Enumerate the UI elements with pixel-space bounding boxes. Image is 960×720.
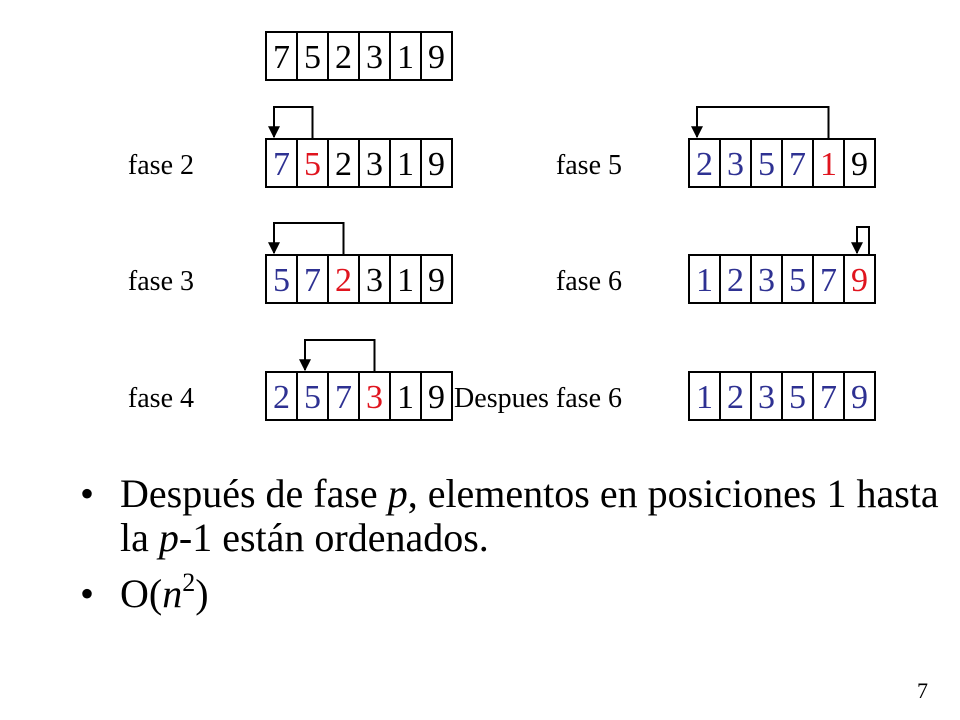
phase-label: fase 6: [556, 266, 622, 297]
array-cell-value: 1: [696, 262, 713, 299]
array-cell-value: 5: [789, 262, 806, 299]
complexity-suffix: ): [195, 571, 209, 616]
complexity-prefix: O(: [120, 571, 163, 616]
array-cell-value: 2: [727, 262, 744, 299]
bullet-phase-invariant: • Después de fase p, elementos en posici…: [80, 472, 940, 560]
array-cell-value: 5: [304, 146, 321, 183]
array-cell-value: 7: [273, 146, 290, 183]
array-cell-value: 9: [851, 379, 868, 416]
exponent: 2: [182, 568, 196, 597]
variable-n: n: [162, 571, 183, 616]
array-cell-value: 3: [366, 379, 383, 416]
array-cell-value: 5: [304, 379, 321, 416]
array-cell-value: 5: [273, 262, 290, 299]
array-cell-value: 7: [273, 39, 290, 76]
array-cell-value: 1: [397, 262, 414, 299]
array-cell-value: 7: [820, 379, 837, 416]
array-cell-value: 2: [696, 146, 713, 183]
phase-label: fase 3: [128, 266, 194, 297]
array-cell-value: 1: [696, 379, 713, 416]
phase-label: fase 5: [556, 150, 622, 181]
phase-label: fase 2: [128, 150, 194, 181]
array-cell-value: 1: [397, 39, 414, 76]
array-cell-value: 2: [273, 379, 290, 416]
array-cell-value: 9: [428, 379, 445, 416]
array-cell-value: 7: [820, 262, 837, 299]
array-cell-value: 3: [758, 379, 775, 416]
insert-arrow: [299, 339, 376, 372]
array-cell-value: 1: [397, 146, 414, 183]
array-cell-value: 1: [820, 146, 837, 183]
array-cell-value: 3: [727, 146, 744, 183]
bullet-complexity: • O(n2): [80, 570, 940, 616]
array-cell-value: 5: [789, 379, 806, 416]
bullet-dot: •: [80, 471, 95, 516]
variable-p: p: [387, 471, 408, 516]
bullet-list: • Después de fase p, elementos en posici…: [80, 472, 940, 628]
insert-arrow: [268, 106, 314, 139]
bullet-text-part: , elementos en posiciones 1 hasta la: [120, 471, 939, 560]
array-cell-value: 9: [428, 39, 445, 76]
bullet-text-part: -1 están ordenados.: [178, 515, 489, 560]
array-cell-value: 5: [758, 146, 775, 183]
insert-arrow: [268, 222, 345, 255]
array-cell-value: 9: [851, 262, 868, 299]
array-cell-value: 7: [335, 379, 352, 416]
phase-label: fase 4: [128, 383, 194, 414]
bullet-text-part: Después de fase: [120, 471, 388, 516]
array-cell-value: 7: [789, 146, 806, 183]
array-cell-value: 3: [366, 146, 383, 183]
array-cell-value: 3: [366, 262, 383, 299]
array-cell-value: 2: [335, 146, 352, 183]
page-number: 7: [917, 678, 928, 703]
array-cell-value: 2: [335, 262, 352, 299]
array-cell-value: 3: [758, 262, 775, 299]
insert-arrow: [691, 106, 830, 139]
bullet-dot: •: [80, 571, 95, 616]
array-cell-value: 9: [428, 262, 445, 299]
array-cell-value: 1: [397, 379, 414, 416]
array-cell-value: 9: [428, 146, 445, 183]
array-cell-value: 2: [335, 39, 352, 76]
array-cell-value: 3: [366, 39, 383, 76]
insert-arrow: [851, 226, 870, 255]
variable-p: p: [158, 515, 179, 560]
phase-label: Despues fase 6: [454, 383, 622, 414]
array-cell-value: 2: [727, 379, 744, 416]
array-cell-value: 7: [304, 262, 321, 299]
array-cell-value: 9: [851, 146, 868, 183]
array-cell-value: 5: [304, 39, 321, 76]
